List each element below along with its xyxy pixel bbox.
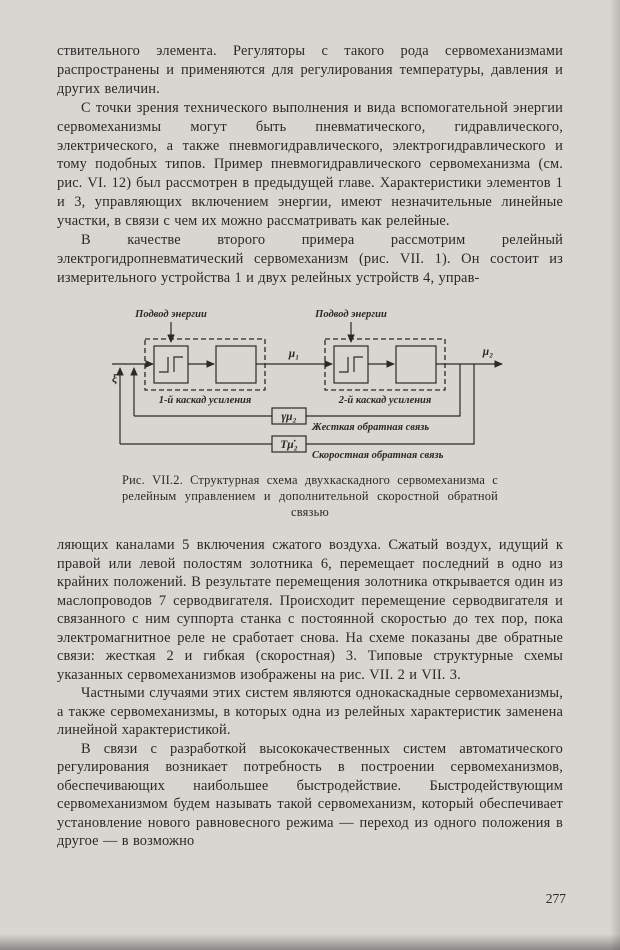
rigid-feedback-label: Жесткая обратная связь [311,422,429,433]
paragraph: ствительного элемента. Регуляторы с тако… [57,43,563,97]
rigid-feedback-box [271,407,307,425]
cascade1-relay-box [153,345,189,384]
mu2-symbol: μ₂ [482,346,493,358]
xi-symbol: ξ [112,372,118,385]
top-text-column: ствительного элемента. Регуляторы с тако… [57,42,563,288]
rigid-feedback-symbol: γμ₂ [281,411,296,423]
cascade1-label: 1-й каскад усиления [159,395,252,406]
cascade2-relay-box [333,345,369,384]
speed-feedback-symbol: Tμ̇₂ [280,439,297,451]
paragraph: В качестве второго примера рассмотрим ре… [57,232,563,286]
cascade2-dashed-box [324,338,446,391]
energy-supply-label-2: Подвод энергии [314,309,387,320]
cascade1-dashed-box [144,338,266,391]
speed-feedback-box [271,435,307,453]
bottom-text-column: ляющих каналами 5 включения сжатого возд… [57,536,563,851]
figure-caption: Рис. VII.2. Структурная схема двухкаскад… [122,473,498,519]
paragraph: Частными случаями этих систем являются о… [57,685,563,738]
cascade1-amplifier-box [215,345,257,384]
paragraph: С точки зрения технического выполнения и… [57,99,563,230]
cascade2-label: 2-й каскад усиления [338,395,432,406]
cascade2-amplifier-box [395,345,437,384]
mu1-symbol: μ₁ [288,348,299,360]
speed-feedback-label: Скоростная обратная связь [312,450,444,461]
feedback-lines [116,364,475,445]
figure: Подвод энергии Подвод энергии μ₁ μ₂ ξ 1-… [110,306,510,520]
paragraph: ляющих каналами 5 включения сжатого возд… [57,537,563,683]
relay-hysteresis-icon [159,356,183,373]
paragraph: В связи с разработкой высококачественных… [57,740,563,850]
relay-hysteresis-icon [339,356,363,373]
energy-supply-label-1: Подвод энергии [134,309,207,320]
figure-diagram: Подвод энергии Подвод энергии μ₁ μ₂ ξ 1-… [112,309,503,461]
page-number: 277 [545,891,566,906]
